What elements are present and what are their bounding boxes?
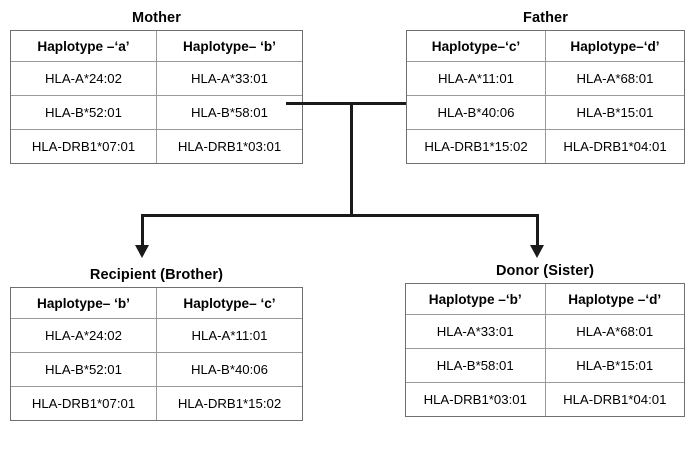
table-row: HLA-DRB1*15:02 HLA-DRB1*04:01 xyxy=(406,129,685,164)
person-block-recipient: Recipient (Brother) Haplotype– ‘b’ Haplo… xyxy=(10,266,303,421)
allele-cell: HLA-DRB1*07:01 xyxy=(10,386,157,421)
allele-cell: HLA-DRB1*03:01 xyxy=(405,382,546,417)
arrow-down-icon-recipient xyxy=(135,245,149,258)
connector-child-right-stem xyxy=(536,214,539,246)
table-row: HLA-B*40:06 HLA-B*15:01 xyxy=(406,95,685,130)
allele-cell: HLA-A*11:01 xyxy=(156,318,303,353)
allele-cell: HLA-DRB1*07:01 xyxy=(10,129,157,164)
arrow-down-icon-donor xyxy=(530,245,544,258)
haplotype-header-cell: Haplotype–‘c’ xyxy=(406,30,546,62)
haplotype-header-cell: Haplotype– ‘c’ xyxy=(156,287,303,319)
haplotype-header-cell: Haplotype –‘d’ xyxy=(544,283,685,315)
connector-parents-vertical-drop xyxy=(350,102,353,217)
allele-cell: HLA-B*40:06 xyxy=(156,352,303,387)
table-row: HLA-A*24:02 HLA-A*11:01 xyxy=(10,318,303,353)
table-row: HLA-B*52:01 HLA-B*58:01 xyxy=(10,95,303,130)
allele-cell: HLA-A*33:01 xyxy=(405,314,546,349)
allele-cell: HLA-B*15:01 xyxy=(544,348,685,383)
allele-cell: HLA-A*33:01 xyxy=(156,61,303,96)
haplotype-header-cell: Haplotype– ‘b’ xyxy=(156,30,303,62)
table-header-row: Haplotype –‘a’ Haplotype– ‘b’ xyxy=(10,30,303,62)
table-row: HLA-DRB1*07:01 HLA-DRB1*03:01 xyxy=(10,129,303,164)
person-block-father: Father Haplotype–‘c’ Haplotype–‘d’ HLA-A… xyxy=(406,9,685,164)
person-block-donor: Donor (Sister) Haplotype –‘b’ Haplotype … xyxy=(405,262,685,417)
person-title-father: Father xyxy=(523,10,568,26)
allele-cell: HLA-DRB1*15:02 xyxy=(156,386,303,421)
allele-cell: HLA-B*15:01 xyxy=(545,95,685,130)
allele-cell: HLA-B*52:01 xyxy=(10,95,157,130)
table-row: HLA-B*58:01 HLA-B*15:01 xyxy=(405,348,685,383)
table-header-row: Haplotype– ‘b’ Haplotype– ‘c’ xyxy=(10,287,303,319)
allele-cell: HLA-B*58:01 xyxy=(156,95,303,130)
person-block-mother: Mother Haplotype –‘a’ Haplotype– ‘b’ HLA… xyxy=(10,9,303,164)
allele-cell: HLA-B*40:06 xyxy=(406,95,546,130)
allele-cell: HLA-A*11:01 xyxy=(406,61,546,96)
haplotype-table-recipient: Haplotype– ‘b’ Haplotype– ‘c’ HLA-A*24:0… xyxy=(10,287,303,421)
table-row: HLA-DRB1*07:01 HLA-DRB1*15:02 xyxy=(10,386,303,421)
table-row: HLA-DRB1*03:01 HLA-DRB1*04:01 xyxy=(405,382,685,417)
allele-cell: HLA-DRB1*15:02 xyxy=(406,129,546,164)
table-row: HLA-A*24:02 HLA-A*33:01 xyxy=(10,61,303,96)
table-row: HLA-B*52:01 HLA-B*40:06 xyxy=(10,352,303,387)
connector-sibling-horizontal xyxy=(141,214,539,217)
allele-cell: HLA-DRB1*03:01 xyxy=(156,129,303,164)
table-header-row: Haplotype–‘c’ Haplotype–‘d’ xyxy=(406,30,685,62)
person-title-recipient: Recipient (Brother) xyxy=(89,267,224,283)
haplotype-table-mother: Haplotype –‘a’ Haplotype– ‘b’ HLA-A*24:0… xyxy=(10,30,303,164)
table-row: HLA-A*11:01 HLA-A*68:01 xyxy=(406,61,685,96)
allele-cell: HLA-DRB1*04:01 xyxy=(544,382,685,417)
haplotype-header-cell: Haplotype–‘d’ xyxy=(545,30,685,62)
table-row: HLA-A*33:01 HLA-A*68:01 xyxy=(405,314,685,349)
allele-cell: HLA-A*24:02 xyxy=(10,318,157,353)
haplotype-header-cell: Haplotype –‘b’ xyxy=(405,283,546,315)
haplotype-table-donor: Haplotype –‘b’ Haplotype –‘d’ HLA-A*33:0… xyxy=(405,283,685,417)
allele-cell: HLA-B*58:01 xyxy=(405,348,546,383)
haplotype-header-cell: Haplotype– ‘b’ xyxy=(10,287,157,319)
allele-cell: HLA-A*68:01 xyxy=(545,61,685,96)
allele-cell: HLA-A*68:01 xyxy=(544,314,685,349)
allele-cell: HLA-B*52:01 xyxy=(10,352,157,387)
allele-cell: HLA-DRB1*04:01 xyxy=(545,129,685,164)
connector-parents-horizontal xyxy=(286,102,406,105)
haplotype-header-cell: Haplotype –‘a’ xyxy=(10,30,157,62)
allele-cell: HLA-A*24:02 xyxy=(10,61,157,96)
connector-child-left-stem xyxy=(141,214,144,246)
person-title-donor: Donor (Sister) xyxy=(495,263,595,279)
haplotype-table-father: Haplotype–‘c’ Haplotype–‘d’ HLA-A*11:01 … xyxy=(406,30,685,164)
person-title-mother: Mother xyxy=(132,10,181,26)
table-header-row: Haplotype –‘b’ Haplotype –‘d’ xyxy=(405,283,685,315)
